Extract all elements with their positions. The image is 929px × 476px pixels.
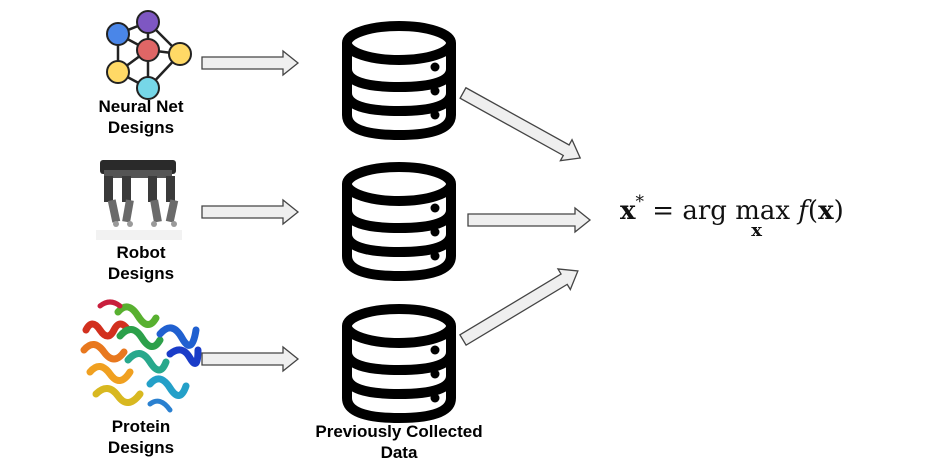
robot-icon: [96, 160, 182, 240]
label-line: Protein: [111, 417, 171, 436]
label-line: Designs: [107, 438, 175, 457]
arrow-top-db-to-formula: [459, 86, 582, 162]
formula-paren-close: ): [833, 196, 844, 226]
label-line: Data: [380, 443, 418, 462]
formula-equals: =: [652, 196, 675, 226]
arrow-protein-to-db: [201, 345, 300, 373]
protein-designs-label: Protein Designs: [88, 416, 194, 458]
arrow-bottom-db-to-formula: [459, 268, 579, 347]
formula-function: f: [798, 196, 808, 226]
arrow-nn-to-db: [201, 49, 300, 77]
formula-max-subscript: x: [751, 220, 762, 241]
database-icon-middle: [347, 167, 451, 276]
arrow-robot-to-db: [201, 198, 300, 226]
database-icon-bottom: [347, 309, 451, 418]
formula-x-star: x: [620, 196, 636, 226]
robot-designs-label: Robot Designs: [88, 242, 194, 284]
label-line: Previously Collected: [315, 422, 483, 441]
label-line: Neural Net: [98, 97, 184, 116]
formula-argument: x: [818, 196, 834, 226]
neural-net-designs-label: Neural Net Designs: [88, 96, 194, 138]
label-line: Designs: [107, 118, 175, 137]
database-icon-top: [347, 26, 451, 135]
arrow-middle-db-to-formula: [467, 206, 592, 234]
formula-paren-open: (: [807, 196, 819, 226]
label-line: Designs: [107, 264, 175, 283]
previously-collected-data-label: Previously Collected Data: [296, 421, 502, 463]
formula-max-text: max: [735, 196, 791, 226]
label-line: Robot: [116, 243, 166, 262]
formula-arg: arg: [682, 196, 727, 226]
formula-superscript: *: [635, 192, 645, 212]
protein-structure-icon: [80, 299, 202, 413]
neural-network-icon: [106, 10, 192, 100]
